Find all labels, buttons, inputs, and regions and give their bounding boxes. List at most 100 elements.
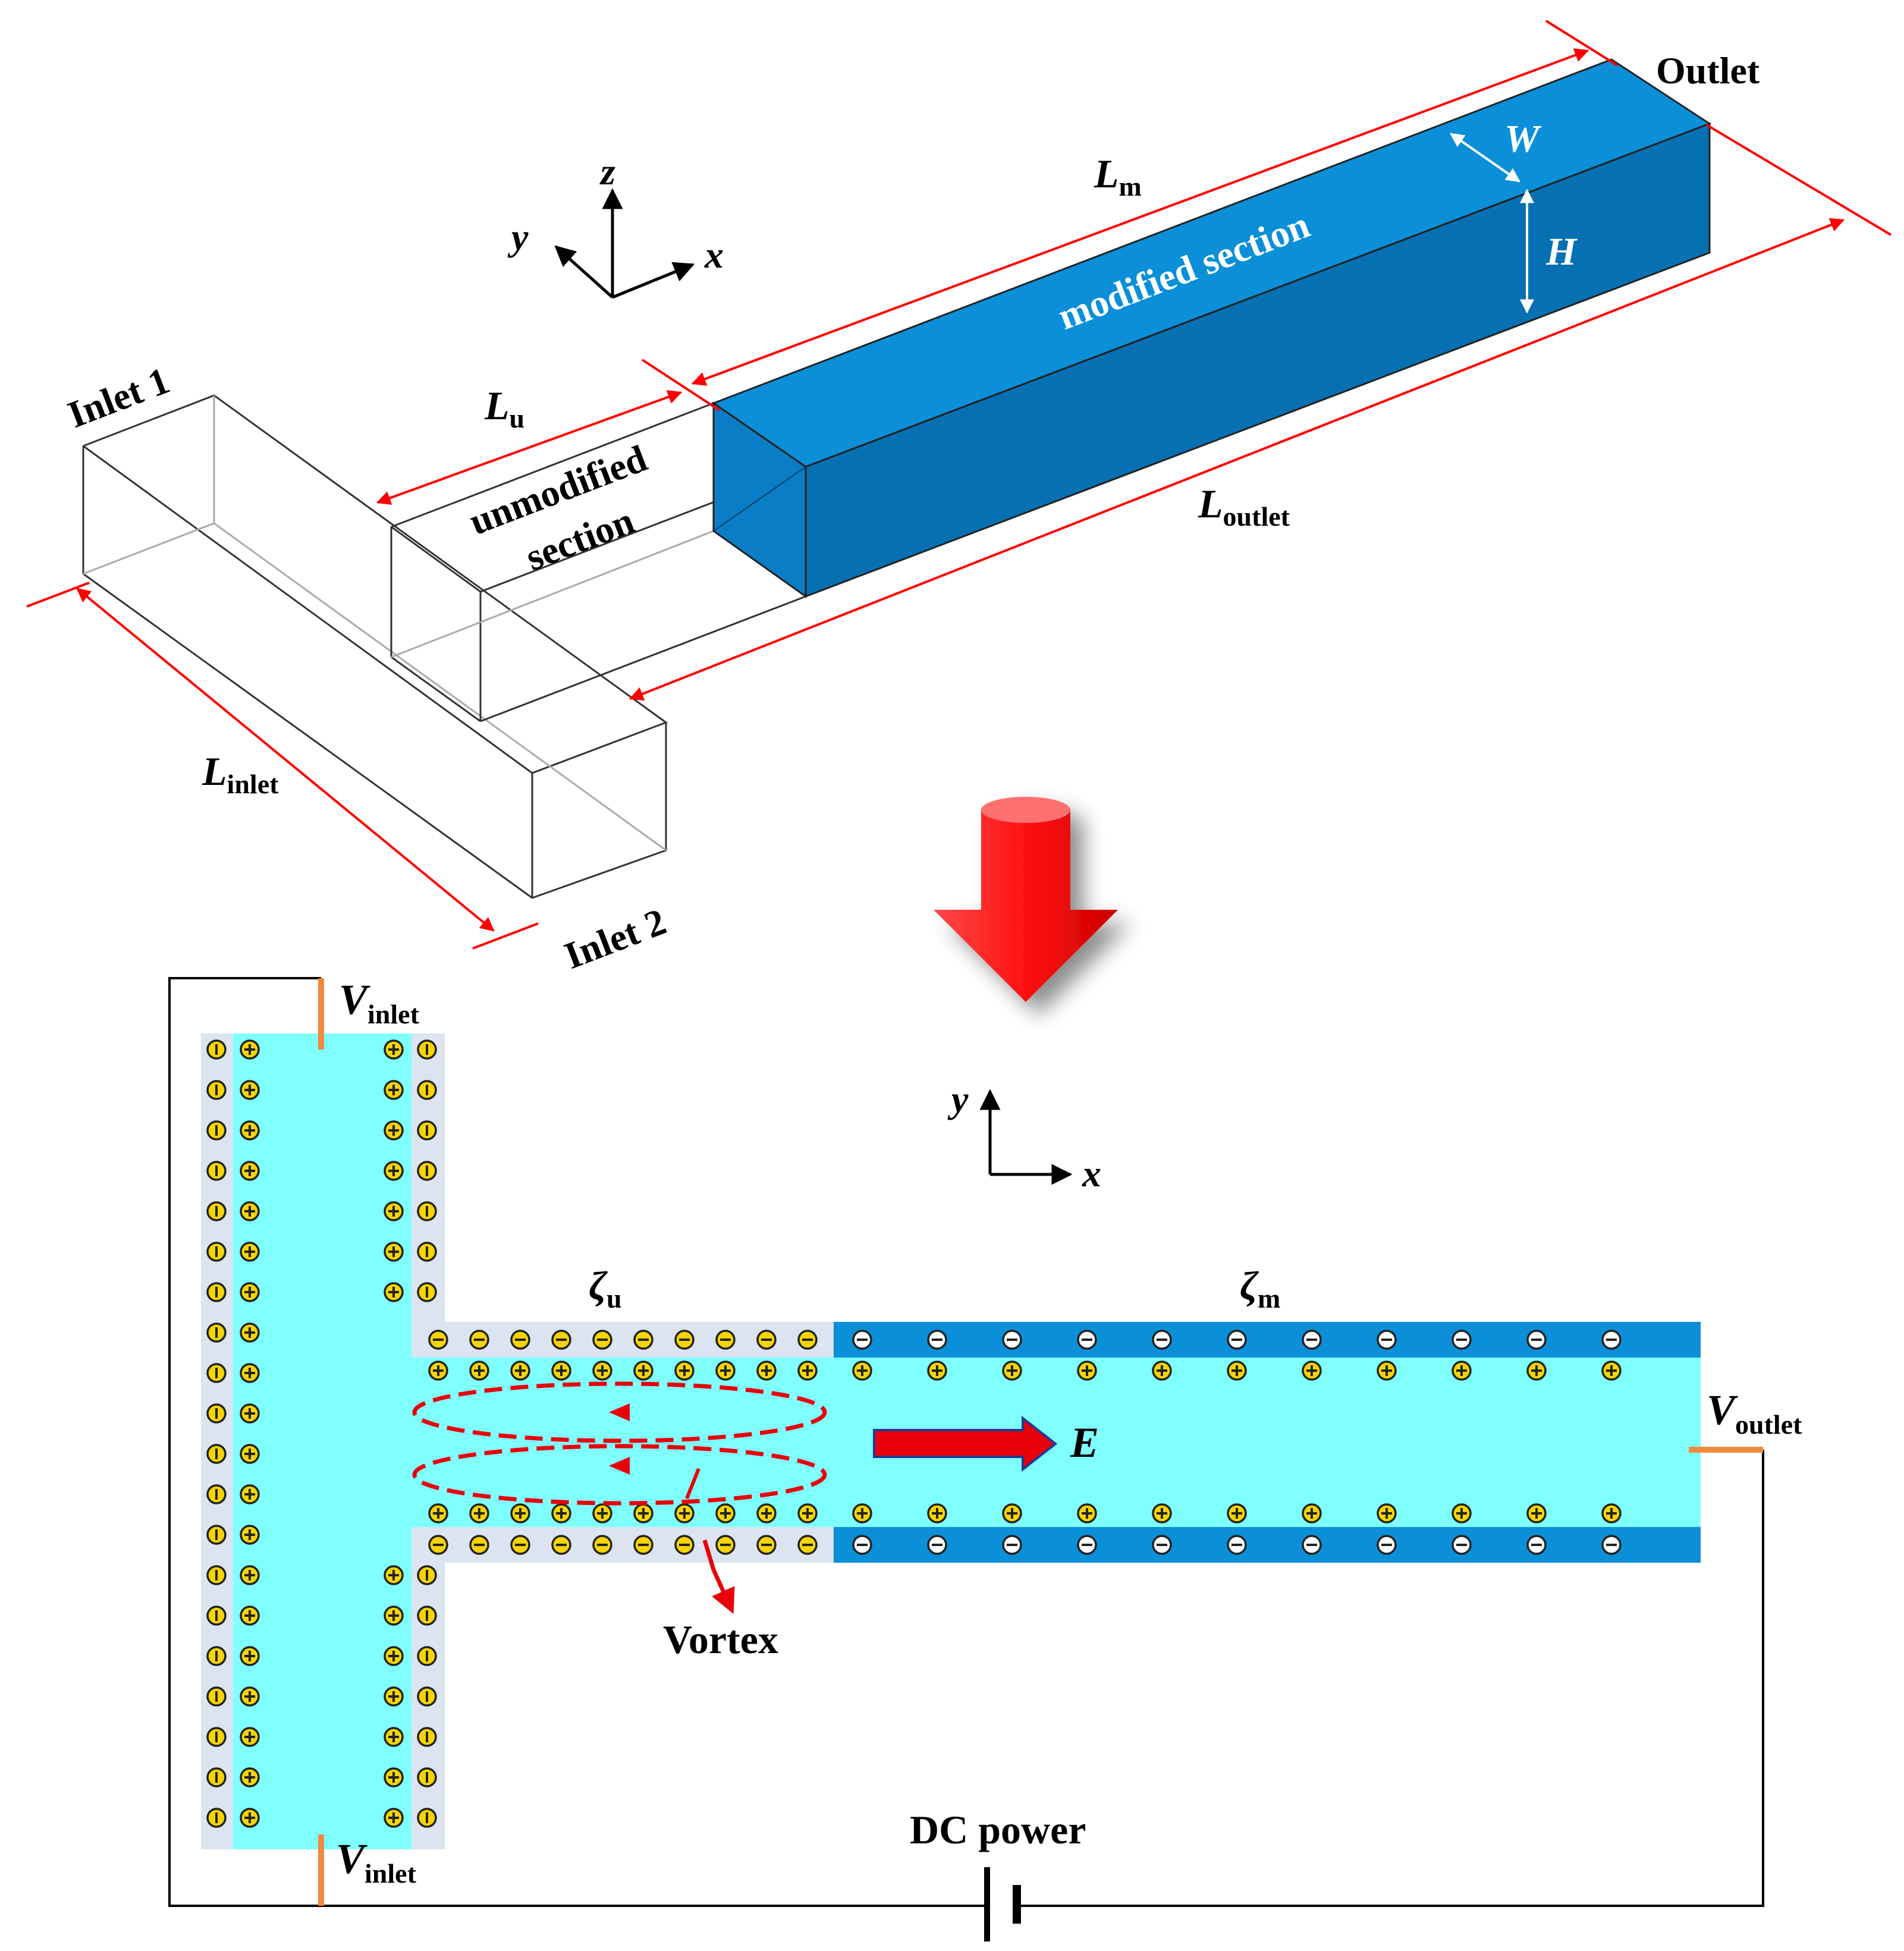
neutral-ion-icon <box>206 1201 227 1221</box>
negative-ion-icon <box>1077 1330 1097 1350</box>
negative-ion-icon <box>1152 1330 1172 1350</box>
neutral-ion-icon <box>206 1565 227 1585</box>
positive-ion-icon <box>1302 1361 1322 1381</box>
circuit-wires <box>168 977 1764 1907</box>
negative-ion-icon <box>715 1330 736 1350</box>
positive-ion-icon <box>927 1503 947 1523</box>
neutral-ion-icon <box>417 1080 437 1100</box>
negative-ion-icon <box>428 1330 448 1350</box>
positive-ion-icon <box>384 1080 404 1100</box>
positive-ion-icon <box>469 1503 489 1523</box>
positive-ion-icon <box>240 1606 260 1626</box>
vortex-label: Vortex <box>663 1617 778 1662</box>
neutral-ion-icon <box>206 1039 227 1060</box>
vortex-direction-arrows <box>609 1403 630 1475</box>
positive-ion-icon <box>384 1120 404 1141</box>
positive-ion-icon <box>1302 1503 1322 1523</box>
dc-power-label: DC power <box>910 1807 1086 1852</box>
zeta-u-label: ζu <box>589 1263 622 1314</box>
electrodes <box>318 978 1763 1906</box>
positive-ion-icon <box>240 1686 260 1707</box>
positive-ion-icon <box>384 1808 404 1828</box>
neutral-ion-icon <box>417 1565 437 1585</box>
positive-ion-icon <box>1601 1361 1622 1381</box>
neutral-ion-icon <box>417 1808 437 1828</box>
e-field-label: E <box>1070 1419 1099 1466</box>
negative-ion-icon <box>674 1535 695 1555</box>
inlet2-label: Inlet 2 <box>559 900 672 977</box>
positive-ion-icon <box>551 1503 571 1523</box>
negative-ion-icon <box>797 1330 818 1350</box>
positive-ion-icon <box>1377 1503 1397 1523</box>
positive-ion-icon <box>384 1767 404 1787</box>
positive-ion-icon <box>240 1242 260 1262</box>
v-inlet-top-label: Vinlet <box>339 976 420 1029</box>
neutral-ion-icon <box>206 1525 227 1545</box>
neutral-ion-icon <box>206 1606 227 1626</box>
positive-ion-icon <box>674 1361 695 1381</box>
negative-ion-icon <box>510 1330 530 1350</box>
ion-layers <box>206 1039 1622 1828</box>
inlet-wireframe <box>82 394 808 899</box>
positive-ion-icon <box>240 1767 260 1787</box>
axis-x-label: x <box>704 234 724 276</box>
negative-ion-icon <box>797 1535 818 1555</box>
negative-ion-icon <box>469 1330 489 1350</box>
positive-ion-icon <box>240 1484 260 1504</box>
axes-3d <box>554 188 695 299</box>
inlet-channel-fluid <box>233 1033 411 1849</box>
positive-ion-icon <box>592 1361 612 1381</box>
negative-ion-icon <box>551 1535 571 1555</box>
positive-ion-icon <box>240 1282 260 1302</box>
modified-wall-bottom <box>834 1527 1701 1563</box>
dim-l-inlet: Linlet <box>202 749 279 799</box>
negative-ion-icon <box>1227 1330 1247 1350</box>
positive-ion-icon <box>715 1503 736 1523</box>
positive-ion-icon <box>1526 1503 1547 1523</box>
neutral-ion-icon <box>206 1767 227 1787</box>
positive-ion-icon <box>1601 1503 1622 1523</box>
dc-battery <box>984 1867 1021 1941</box>
dim-w: W <box>1504 117 1542 161</box>
positive-ion-icon <box>384 1242 404 1262</box>
neutral-ion-icon <box>206 1161 227 1181</box>
positive-ion-icon <box>852 1361 872 1381</box>
negative-ion-icon <box>1601 1535 1622 1555</box>
neutral-ion-icon <box>417 1039 437 1060</box>
positive-ion-icon <box>240 1322 260 1343</box>
negative-ion-icon <box>674 1330 695 1350</box>
axes-2d <box>979 1089 1073 1185</box>
axis-z-label: z <box>599 150 615 193</box>
positive-ion-icon <box>384 1646 404 1666</box>
positive-ion-icon <box>240 1363 260 1383</box>
dim-h: H <box>1545 230 1578 274</box>
transition-arrow <box>934 797 1118 1002</box>
negative-ion-icon <box>1152 1535 1172 1555</box>
positive-ion-icon <box>384 1282 404 1302</box>
negative-ion-icon <box>1526 1535 1547 1555</box>
neutral-ion-icon <box>417 1242 437 1262</box>
positive-ion-icon <box>384 1686 404 1707</box>
positive-ion-icon <box>633 1503 653 1523</box>
e-field-arrow <box>873 1415 1058 1472</box>
positive-ion-icon <box>240 1565 260 1585</box>
negative-ion-icon <box>1377 1330 1397 1350</box>
modified-wall-top <box>834 1322 1701 1358</box>
positive-ion-icon <box>715 1361 736 1381</box>
axis-y-label: y <box>507 216 529 258</box>
inlet1-label: Inlet 1 <box>62 359 175 436</box>
negative-ion-icon <box>1302 1535 1322 1555</box>
neutral-ion-icon <box>417 1282 437 1302</box>
negative-ion-icon <box>715 1535 736 1555</box>
positive-ion-icon <box>797 1503 818 1523</box>
negative-ion-icon <box>1077 1535 1097 1555</box>
positive-ion-icon <box>1227 1361 1247 1381</box>
neutral-ion-icon <box>206 1484 227 1504</box>
negative-ion-icon <box>1002 1535 1022 1555</box>
positive-ion-icon <box>384 1565 404 1585</box>
neutral-ion-icon <box>417 1767 437 1787</box>
positive-ion-icon <box>1152 1361 1172 1381</box>
negative-ion-icon <box>428 1535 448 1555</box>
negative-ion-icon <box>1227 1535 1247 1555</box>
positive-ion-icon <box>1152 1503 1172 1523</box>
